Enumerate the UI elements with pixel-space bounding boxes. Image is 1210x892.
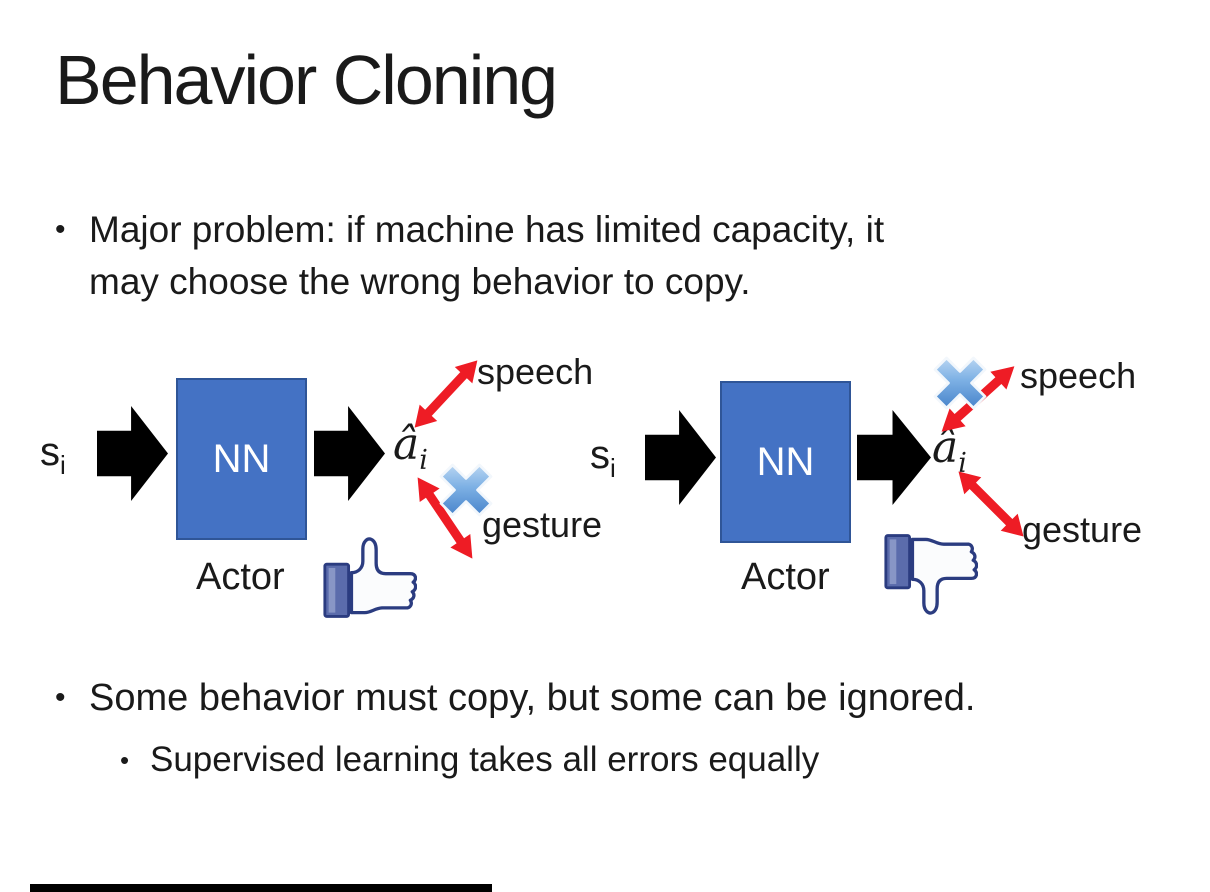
right-input-state: si	[590, 433, 616, 483]
bullet-icon: •	[55, 681, 66, 714]
bullet-major-problem: • Major problem: if machine has limited …	[55, 204, 884, 308]
right-gesture-double-arrow-icon	[958, 471, 1024, 537]
bullet-line-1: Major problem: if machine has limited ca…	[89, 209, 885, 250]
thumbs-down-icon	[884, 534, 978, 615]
bullet-icon: •	[120, 745, 130, 775]
right-nn-box: NN	[720, 381, 851, 543]
left-actor-caption: Actor	[196, 556, 285, 598]
left-speech-label: speech	[477, 351, 594, 392]
right-actor-caption: Actor	[741, 556, 830, 598]
right-speech-label: speech	[1020, 355, 1137, 396]
right-flow-arrow-in-icon	[645, 410, 716, 505]
right-flow-arrow-out-icon	[857, 410, 931, 505]
bullet-some-behavior: • Some behavior must copy, but some can …	[55, 674, 975, 722]
slide-title: Behavior Cloning	[55, 41, 558, 119]
right-cross-out-icon	[933, 356, 987, 410]
right-nn-label: NN	[756, 439, 815, 484]
thumbs-up-icon	[323, 537, 417, 618]
bullet-supervised-learning: • Supervised learning takes all errors e…	[120, 738, 819, 782]
left-speech-double-arrow-icon	[414, 360, 478, 428]
bullet-some-behavior-text: Some behavior must copy, but some can be…	[89, 677, 976, 719]
bullet-icon: •	[55, 213, 66, 246]
left-input-state: si	[40, 430, 66, 480]
left-flow-arrow-in-icon	[97, 406, 168, 501]
bullet-major-problem-text: Major problem: if machine has limited ca…	[89, 204, 884, 308]
left-cross-out-icon	[439, 463, 493, 517]
bottom-bar	[30, 884, 492, 892]
bullet-supervised-learning-text: Supervised learning takes all errors equ…	[150, 740, 820, 779]
left-nn-box: NN	[176, 378, 307, 540]
left-nn-label: NN	[212, 436, 271, 481]
left-output-action: âi	[393, 419, 428, 476]
right-gesture-label: gesture	[1022, 509, 1143, 550]
left-gesture-label: gesture	[482, 504, 603, 545]
bullet-line-2: may choose the wrong behavior to copy.	[89, 261, 751, 302]
left-flow-arrow-out-icon	[314, 406, 385, 501]
left-gesture-double-arrow-icon	[417, 477, 473, 559]
